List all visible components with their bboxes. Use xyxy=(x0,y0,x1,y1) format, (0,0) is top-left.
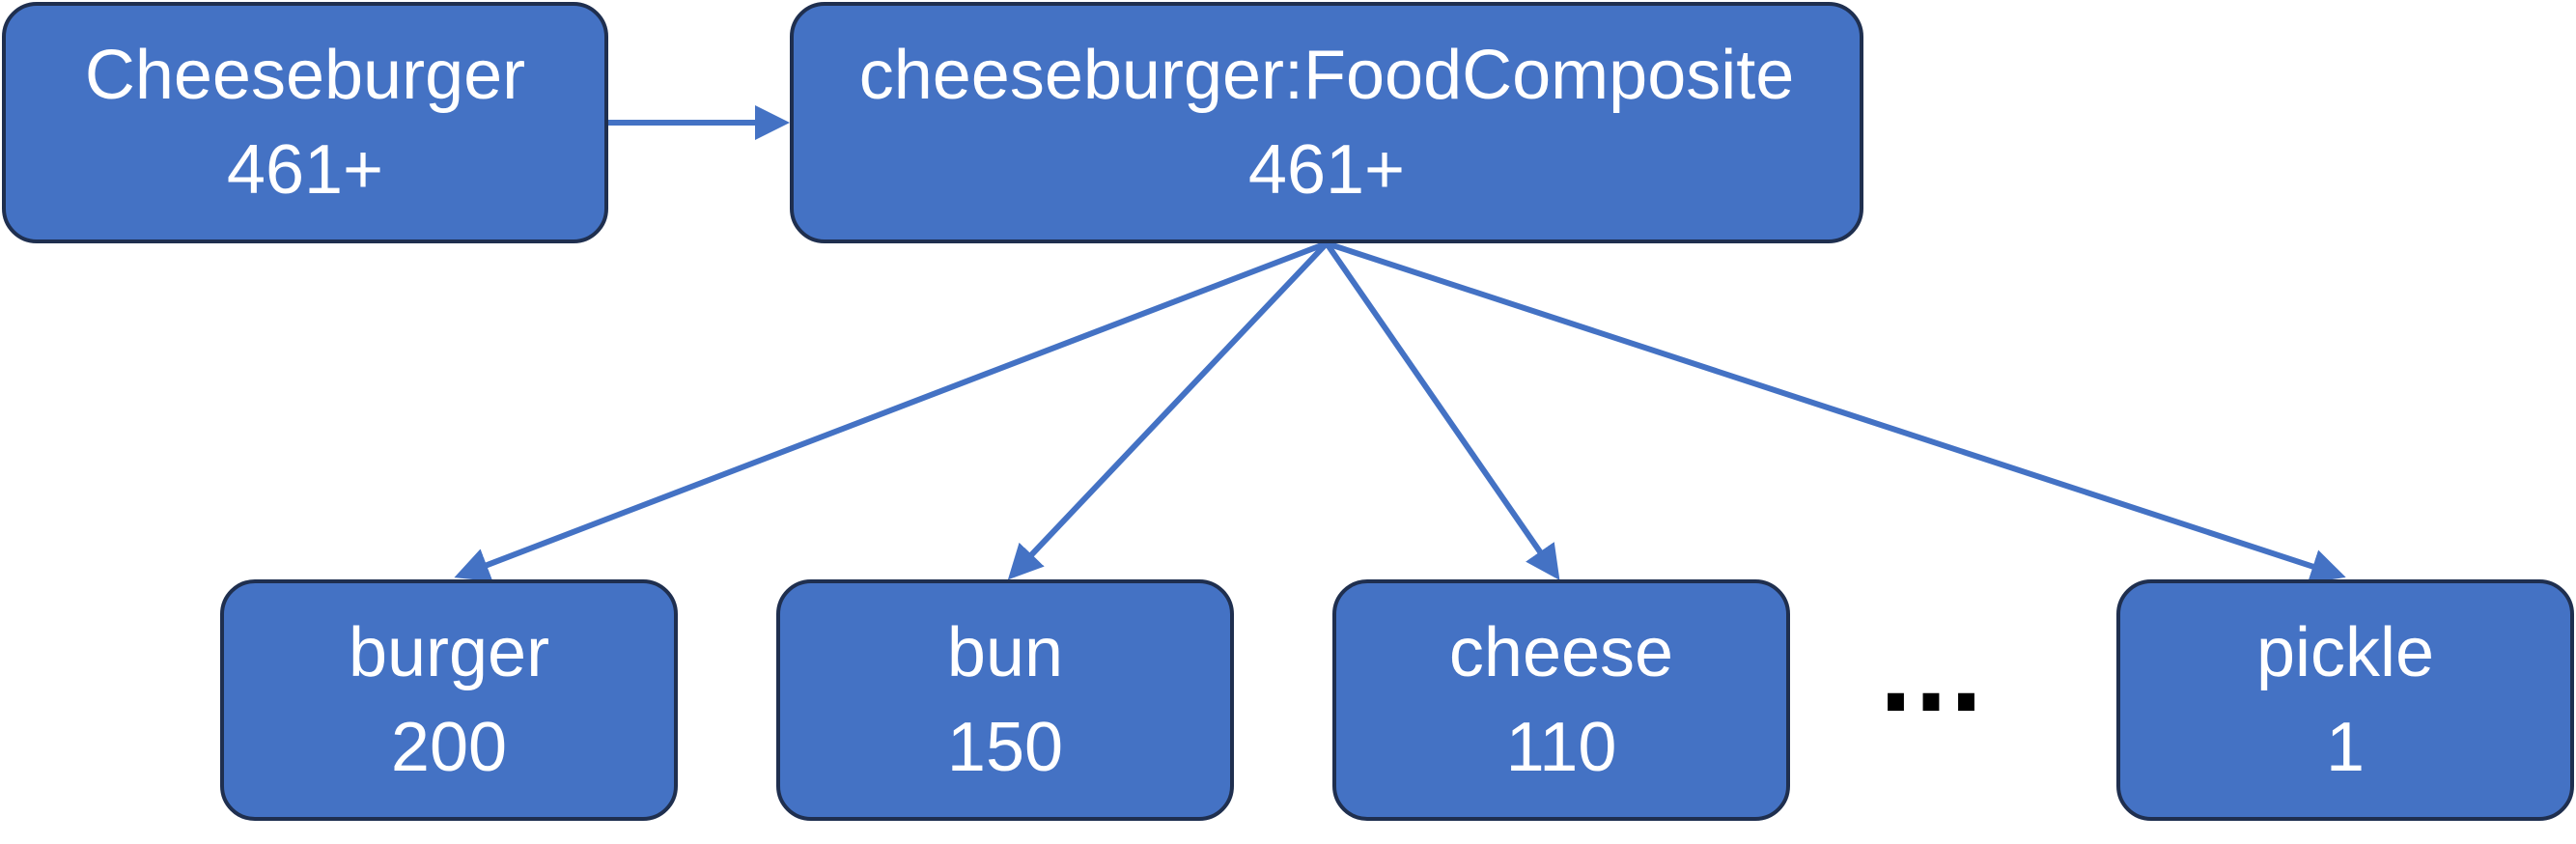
arrow-comp-to-burger xyxy=(454,240,1329,582)
node-value: 150 xyxy=(946,709,1064,786)
node-burger: burger 200 xyxy=(220,579,678,821)
node-value: 1 xyxy=(2325,709,2366,786)
node-value: 110 xyxy=(1505,709,1617,786)
node-pickle: pickle 1 xyxy=(2116,579,2574,821)
node-name: cheeseburger:FoodComposite xyxy=(858,37,1795,114)
ellipsis-more-children: ... xyxy=(1878,625,1984,733)
node-name: Cheeseburger xyxy=(84,37,526,114)
arrow-comp-to-pickle xyxy=(1326,240,2346,583)
arrow-comp-to-bun xyxy=(1007,240,1330,580)
node-cheese: cheese 110 xyxy=(1332,579,1790,821)
node-value: 461+ xyxy=(226,131,384,209)
node-name: burger xyxy=(348,614,550,691)
node-food-composite: cheeseburger:FoodComposite 461+ xyxy=(790,2,1863,243)
node-bun: bun 150 xyxy=(776,579,1234,821)
node-name: cheese xyxy=(1448,614,1674,691)
node-name: pickle xyxy=(2255,614,2435,691)
node-name: bun xyxy=(946,614,1064,691)
arrow-comp-to-cheese xyxy=(1324,241,1560,580)
node-cheeseburger: Cheeseburger 461+ xyxy=(2,2,608,243)
node-value: 200 xyxy=(390,709,508,786)
node-value: 461+ xyxy=(1247,131,1406,209)
